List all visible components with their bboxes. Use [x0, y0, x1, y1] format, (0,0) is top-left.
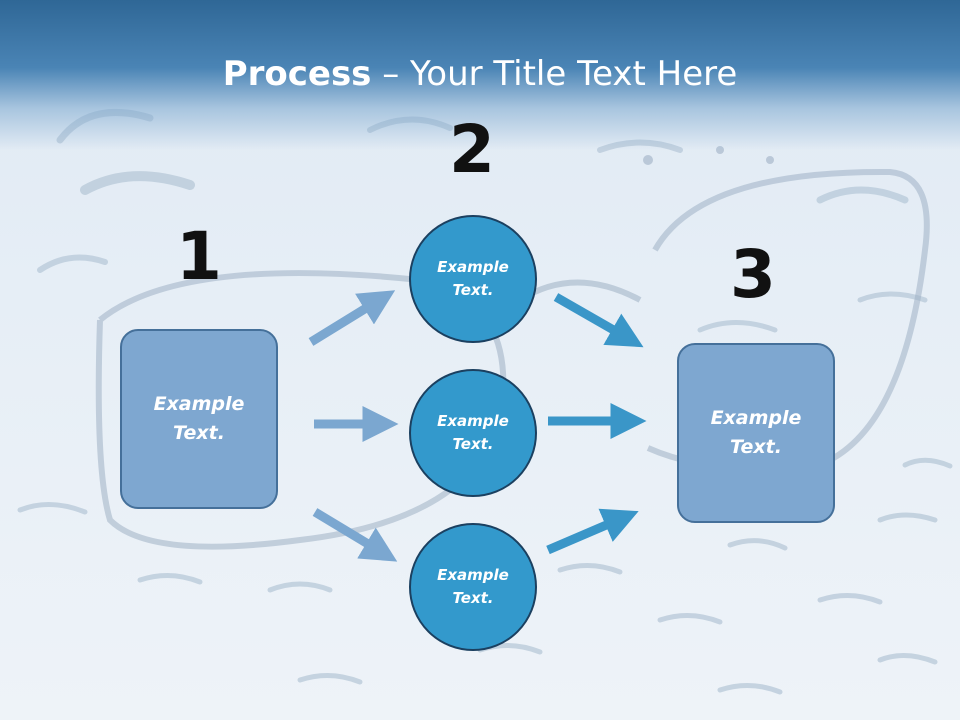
step-3-text-line2: Text. — [730, 436, 782, 458]
circle-middle-line1: Example — [437, 412, 509, 430]
arrow-top-to-3 — [553, 293, 644, 348]
step-3-text-line1: Example — [710, 407, 802, 429]
step-2-circle-bottom: Example Text. — [409, 523, 537, 651]
step-1-box: Example Text. — [120, 329, 278, 509]
step-3-number: 3 — [730, 236, 776, 313]
step-1-number: 1 — [176, 218, 222, 295]
step-1-text-line2: Text. — [173, 422, 225, 444]
step-2-circle-middle: Example Text. — [409, 369, 537, 497]
arrow-1-to-bottom — [312, 508, 398, 562]
circle-middle-line2: Text. — [452, 435, 494, 453]
title-bold: Process — [222, 54, 372, 94]
arrow-1-to-top — [308, 290, 396, 346]
title-band — [0, 0, 960, 150]
arrow-bottom-to-3 — [546, 508, 639, 555]
step-1-text-line1: Example — [153, 393, 245, 415]
circle-bottom-line1: Example — [437, 566, 509, 584]
circle-top-line2: Text. — [452, 281, 494, 299]
title-rest: – Your Title Text Here — [371, 54, 738, 94]
circle-bottom-line2: Text. — [452, 589, 494, 607]
step-3-box: Example Text. — [677, 343, 835, 523]
circle-top-line1: Example — [437, 258, 509, 276]
slide-title: Process – Your Title Text Here — [0, 52, 960, 96]
step-2-circle-top: Example Text. — [409, 215, 537, 343]
step-2-number: 2 — [449, 111, 495, 188]
